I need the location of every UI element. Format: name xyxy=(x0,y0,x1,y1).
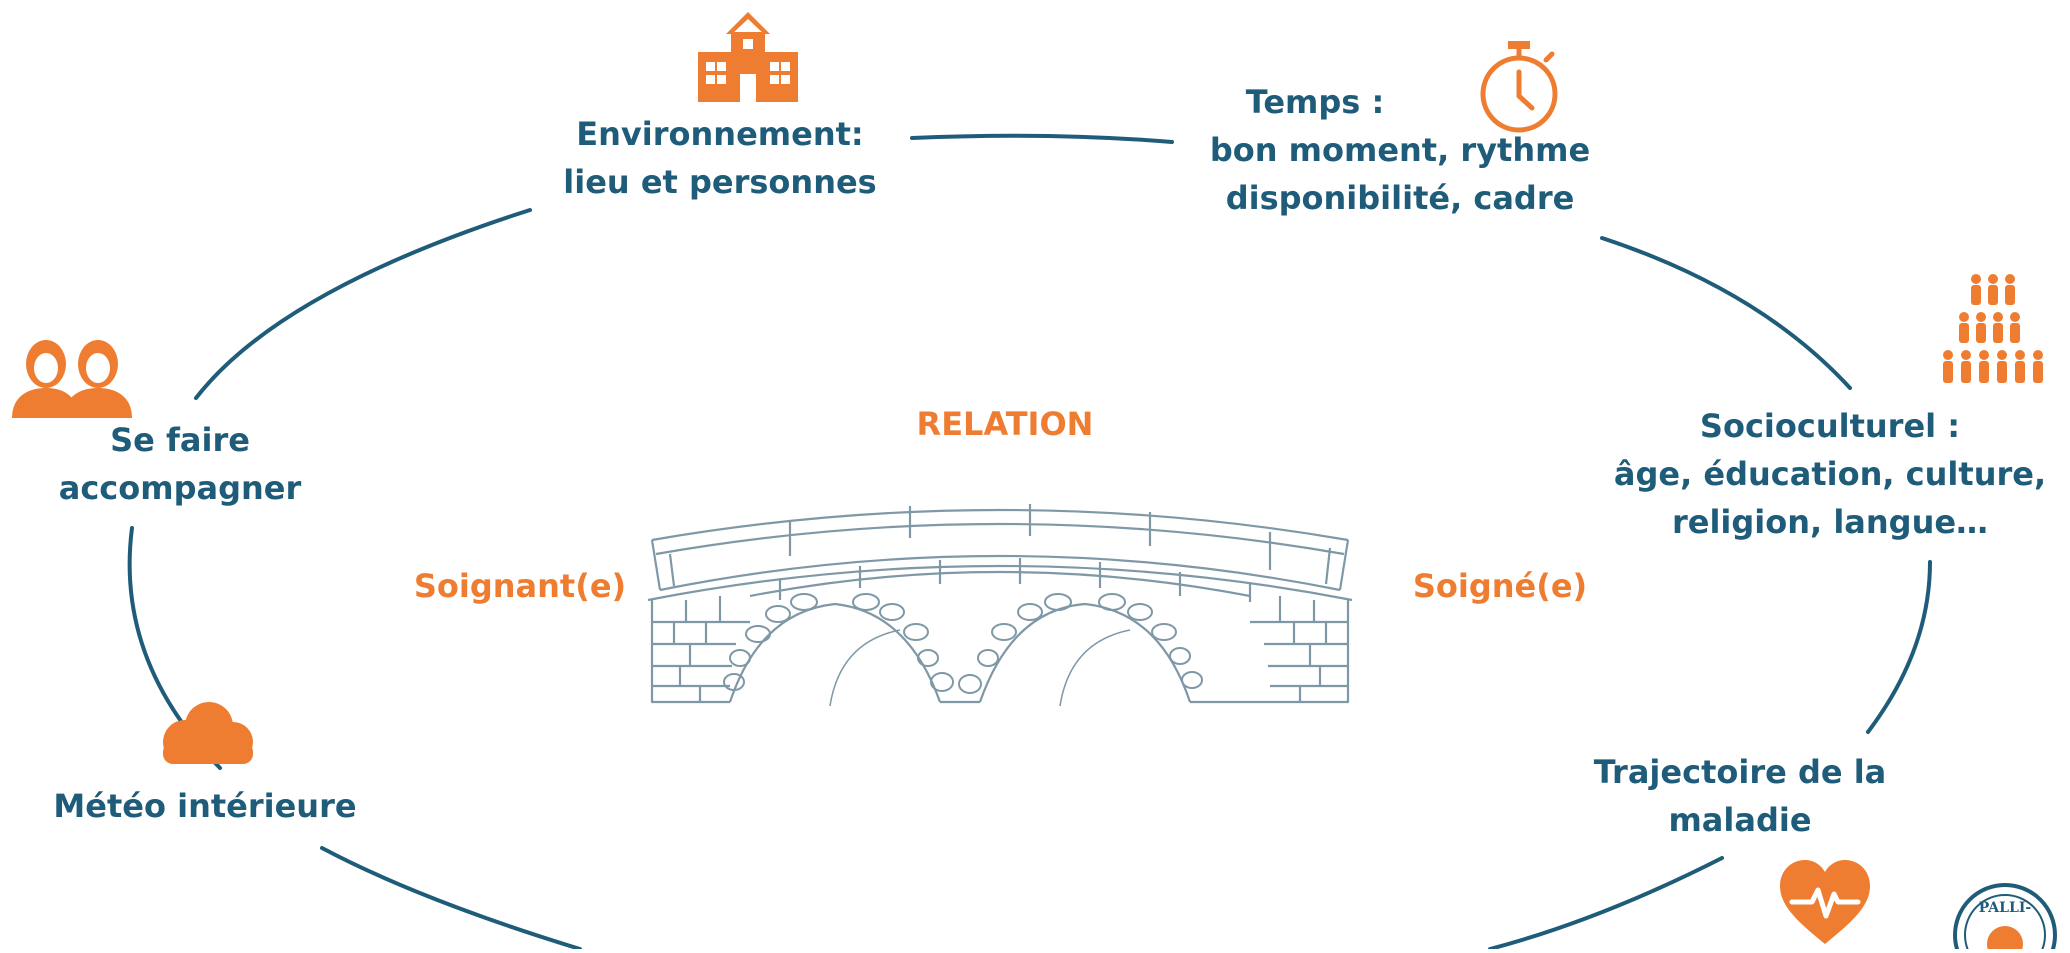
socioculturel-line1: Socioculturel : xyxy=(1699,407,1961,445)
accompagner-line2: accompagner xyxy=(58,469,302,507)
ring-segment-bottom-right xyxy=(1488,856,1724,949)
temps-line1: Temps : xyxy=(1245,83,1385,121)
heartbeat-icon xyxy=(1778,858,1872,950)
crowd-icon xyxy=(1940,274,2052,388)
accompagner-line1: Se faire xyxy=(110,421,250,459)
soignant-label: Soignant(e) xyxy=(413,567,627,605)
relation-title: RELATION xyxy=(916,405,1094,443)
school-building-icon xyxy=(696,12,800,106)
node-socioculturel: Socioculturel : âge, éducation, culture,… xyxy=(1610,402,2050,546)
soigne-label: Soigné(e) xyxy=(1412,567,1588,605)
environnement-line2: lieu et personnes xyxy=(563,163,877,201)
stopwatch-icon xyxy=(1478,38,1560,138)
ring-segment-top xyxy=(910,133,1174,144)
bridge-illustration xyxy=(647,504,1353,707)
cloud-icon xyxy=(155,700,257,770)
ring-segment-bottom-left xyxy=(320,846,582,949)
ring-segment-top-right xyxy=(1600,236,1852,390)
node-trajectoire: Trajectoire de la maladie xyxy=(1560,748,1920,844)
node-temps: Temps : bon moment, rythme disponibilité… xyxy=(1190,78,1610,222)
socioculturel-line2: âge, éducation, culture, xyxy=(1613,455,2047,493)
temps-line2: bon moment, rythme xyxy=(1209,131,1591,169)
trajectoire-line1: Trajectoire de la xyxy=(1593,753,1887,791)
palli-logo-text: PALLI- xyxy=(1979,900,2032,916)
palli-logo-icon: PALLI- xyxy=(1950,880,2060,953)
two-people-icon xyxy=(8,336,138,422)
environnement-line1: Environnement: xyxy=(576,115,864,153)
trajectoire-line2: maladie xyxy=(1668,801,1812,839)
meteo-line1: Météo intérieure xyxy=(53,787,357,825)
socioculturel-line3: religion, langue… xyxy=(1671,503,1989,541)
node-accompagner: Se faire accompagner xyxy=(30,416,330,512)
node-meteo: Météo intérieure xyxy=(20,782,390,830)
ring-segment-right xyxy=(1866,560,1932,734)
node-environnement: Environnement: lieu et personnes xyxy=(560,110,880,206)
ring-segment-top-left xyxy=(194,208,532,400)
temps-line3: disponibilité, cadre xyxy=(1225,179,1575,217)
